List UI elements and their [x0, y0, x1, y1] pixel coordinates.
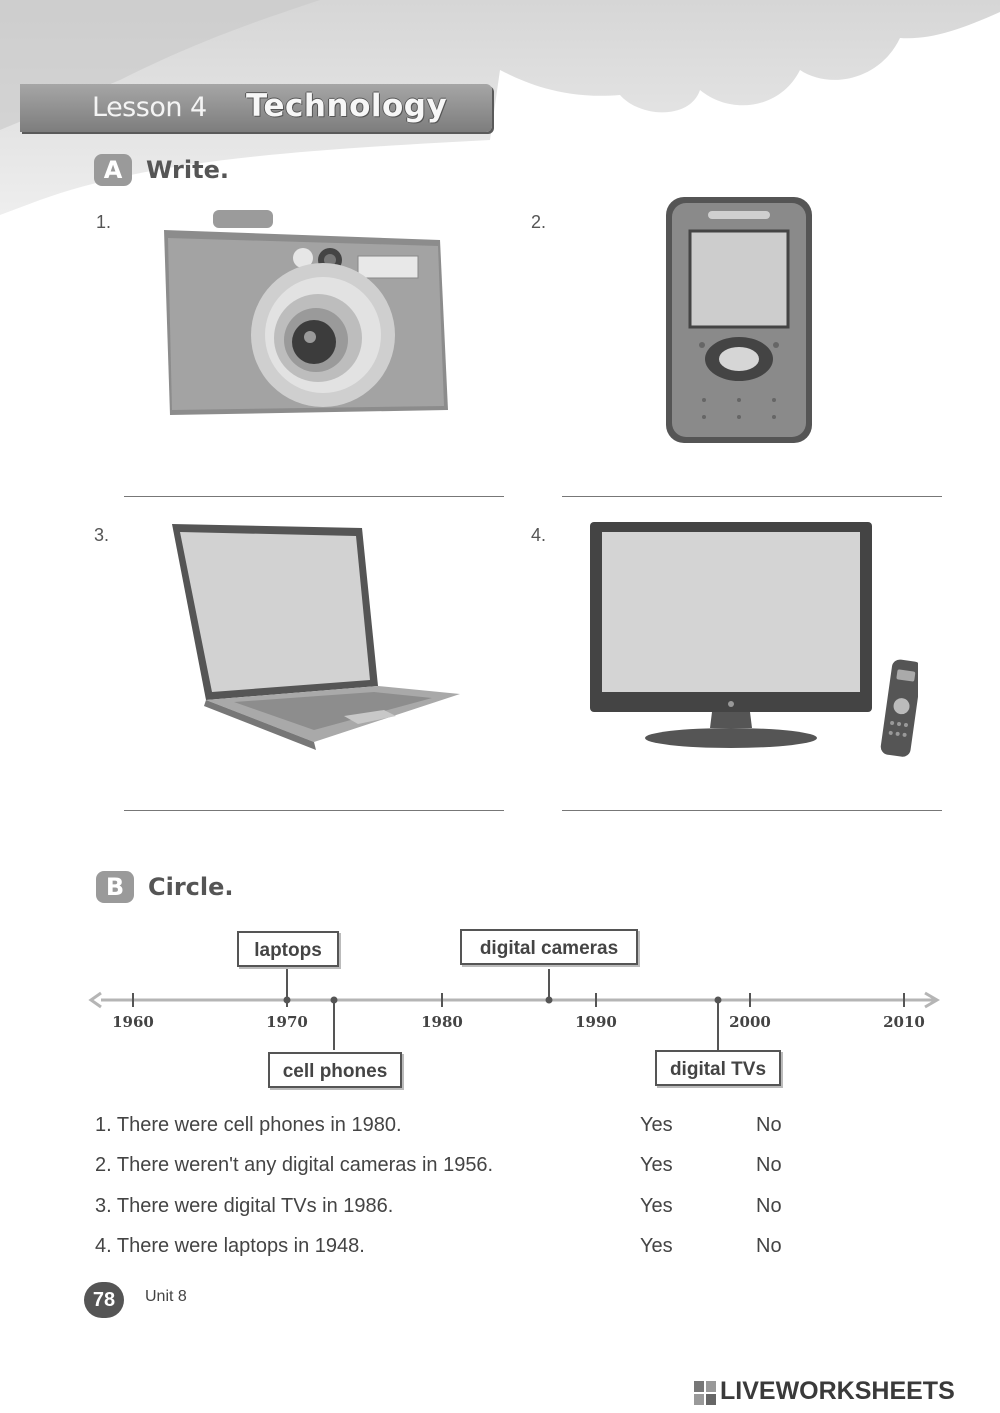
- question-2-yes-option[interactable]: Yes: [640, 1154, 673, 1176]
- brand-name: LIVEWORKSHEETS: [720, 1377, 955, 1405]
- lesson-topic: Technology: [246, 88, 448, 124]
- timeline-year: 1990: [575, 1013, 617, 1031]
- question-4-yes-option[interactable]: Yes: [640, 1235, 673, 1257]
- item-number: 4.: [531, 525, 547, 545]
- question-1-no-option[interactable]: No: [756, 1114, 782, 1136]
- cell-phone-icon: [666, 197, 812, 443]
- timeline-year: 1960: [112, 1013, 154, 1031]
- timeline-label-digital-cameras: digital cameras: [460, 929, 638, 965]
- timeline-label-laptops: laptops: [237, 931, 339, 967]
- digital-tv-icon: [590, 522, 918, 757]
- timeline-label-digital-tvs: digital TVs: [655, 1050, 781, 1086]
- digital-camera-icon: [164, 210, 448, 415]
- lesson-label: Lesson 4: [92, 92, 207, 123]
- timeline-year: 1980: [421, 1013, 463, 1031]
- question-2-text: 2. There weren't any digital cameras in …: [95, 1154, 494, 1176]
- timeline-year: 2010: [883, 1013, 925, 1031]
- answer-line-4[interactable]: [562, 810, 942, 811]
- section-a-title: Write.: [146, 156, 229, 184]
- timeline: laptops digital cameras cell phones digi…: [85, 925, 955, 1095]
- question-3-yes-option[interactable]: Yes: [640, 1195, 673, 1217]
- timeline-axis: [88, 969, 940, 1050]
- question-1-yes-option[interactable]: Yes: [640, 1114, 673, 1136]
- answer-line-1[interactable]: [124, 496, 504, 497]
- section-a-badge: A: [94, 154, 132, 186]
- question-4-text: 4. There were laptops in 1948.: [95, 1235, 365, 1257]
- answer-line-3[interactable]: [124, 810, 504, 811]
- timeline-year: 2000: [729, 1013, 771, 1031]
- liveworksheets-logo-icon: [694, 1381, 716, 1405]
- laptop-icon: [172, 524, 460, 750]
- question-1-text: 1. There were cell phones in 1980.: [95, 1114, 402, 1136]
- section-b-title: Circle.: [148, 873, 234, 901]
- question-3-text: 3. There were digital TVs in 1986.: [95, 1195, 394, 1217]
- title-banner: [20, 84, 492, 132]
- item-number: 3.: [94, 525, 110, 545]
- question-4-no-option[interactable]: No: [756, 1235, 782, 1257]
- answer-line-2[interactable]: [562, 496, 942, 497]
- section-b-badge: B: [96, 871, 134, 903]
- timeline-label-cell-phones: cell phones: [268, 1052, 402, 1088]
- timeline-year: 1970: [266, 1013, 308, 1031]
- item-number: 2.: [531, 212, 547, 232]
- header-cloud-decoration: [0, 0, 1000, 215]
- question-3-no-option[interactable]: No: [756, 1195, 782, 1217]
- unit-label: Unit 8: [145, 1288, 187, 1305]
- question-2-no-option[interactable]: No: [756, 1154, 782, 1176]
- item-number: 1.: [96, 212, 112, 232]
- page-number: 78: [84, 1282, 124, 1318]
